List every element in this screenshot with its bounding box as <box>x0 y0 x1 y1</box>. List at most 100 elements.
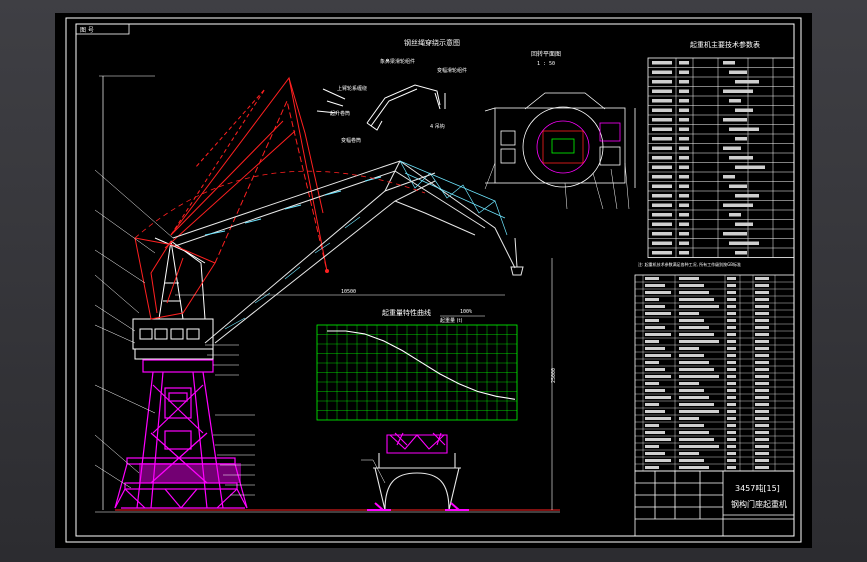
parts-cell-text <box>645 284 665 287</box>
parts-cell-text <box>679 368 714 371</box>
parts-cell-text <box>679 354 704 357</box>
parts-cell-text <box>679 326 709 329</box>
parts-cell-text <box>727 396 736 399</box>
parts-cell-text <box>727 326 736 329</box>
parts-cell-text <box>645 466 659 469</box>
parts-cell-text <box>755 333 769 336</box>
parts-cell-text <box>727 438 736 441</box>
spec-table <box>647 57 795 258</box>
spec-cell-text <box>679 89 689 93</box>
parts-cell-text <box>679 375 719 378</box>
spec-cell-text <box>729 184 747 188</box>
parts-cell-text <box>679 438 714 441</box>
lower-jib <box>204 160 476 344</box>
parts-cell-text <box>645 389 665 392</box>
parts-cell-text <box>755 417 769 420</box>
parts-cell-text <box>645 452 665 455</box>
parts-cell-text <box>645 326 665 329</box>
parts-cell-text <box>679 459 704 462</box>
spec-cell-text <box>679 70 689 74</box>
spec-cell-text <box>679 108 689 112</box>
parts-cell-text <box>679 291 709 294</box>
parts-cell-text <box>645 347 665 350</box>
spec-cell-text <box>679 80 689 84</box>
parts-list <box>634 274 795 472</box>
parts-cell-text <box>755 466 769 469</box>
parts-cell-text <box>679 340 719 343</box>
parts-cell-text <box>727 361 736 364</box>
spec-cell-text <box>679 175 689 179</box>
crane-portal <box>114 359 248 509</box>
title-line-1: 3457吨[15] <box>735 483 780 493</box>
crane-drawing: 图 号 <box>65 17 802 543</box>
slewing-plan-scale: 1 : 50 <box>537 61 555 67</box>
spec-cell-text <box>652 89 672 93</box>
parts-cell-text <box>679 445 719 448</box>
spec-cell-text <box>652 165 672 169</box>
spec-cell-text <box>652 203 672 207</box>
spec-cell-text <box>679 127 689 131</box>
spec-cell-text <box>679 156 689 160</box>
parts-cell-text <box>727 347 736 350</box>
parts-cell-text <box>645 431 665 434</box>
parts-cell-text <box>727 382 736 385</box>
parts-cell-text <box>755 298 769 301</box>
parts-cell-text <box>727 298 736 301</box>
spec-cell-text <box>735 194 759 198</box>
load-curve-title: 起重量特性曲线 <box>382 308 431 317</box>
parts-cell-text <box>755 305 769 308</box>
mid-sheave-label: 变幅滑轮组件 <box>437 67 467 74</box>
parts-cell-text <box>727 375 736 378</box>
portal-side-leader <box>361 459 386 484</box>
parts-cell-text <box>645 291 671 294</box>
spec-cell-text <box>679 232 689 236</box>
spec-cell-text <box>723 61 735 65</box>
slewing-plan-leaders <box>484 162 630 210</box>
parts-cell-text <box>645 305 665 308</box>
parts-cell-text <box>727 354 736 357</box>
luffing-hook-point <box>325 269 329 273</box>
parts-cell-text <box>679 382 699 385</box>
parts-cell-text <box>679 347 699 350</box>
frame-label: 图 号 <box>80 27 94 34</box>
parts-cell-text <box>727 340 736 343</box>
parts-cell-text <box>727 312 736 315</box>
cad-viewport[interactable]: 图 号 <box>55 13 812 548</box>
spec-cell-text <box>652 241 672 245</box>
parts-cell-text <box>755 354 769 357</box>
parts-cell-text <box>645 382 659 385</box>
spec-cell-text <box>679 241 689 245</box>
parts-cell-text <box>727 431 736 434</box>
spec-cell-text <box>652 213 672 217</box>
spec-cell-text <box>652 232 672 236</box>
parts-cell-text <box>679 424 704 427</box>
parts-cell-text <box>645 375 671 378</box>
parts-cell-text <box>645 396 671 399</box>
spec-cell-text <box>679 251 689 255</box>
parts-cell-text <box>727 417 736 420</box>
parts-cell-text <box>755 326 769 329</box>
parts-cell-text <box>679 284 704 287</box>
spec-cell-text <box>729 241 759 245</box>
rope-schematic <box>316 84 446 131</box>
luffing-range-arc <box>134 170 426 239</box>
parts-cell-text <box>727 389 736 392</box>
hoist-drum-label: 起升卷筒 <box>330 110 350 117</box>
drawing-border-outer <box>65 17 802 543</box>
parts-cell-text <box>755 459 769 462</box>
parts-cell-text <box>755 424 769 427</box>
spec-cell-text <box>679 222 689 226</box>
spec-cell-text <box>652 127 672 131</box>
spec-cell-text <box>723 175 735 179</box>
spec-table-title: 起重机主要技术参数表 <box>690 40 760 49</box>
spec-cell-text <box>723 89 753 93</box>
parts-cell-text <box>679 403 714 406</box>
parts-cell-text <box>727 403 736 406</box>
parts-cell-text <box>679 396 709 399</box>
spec-cell-text <box>729 156 753 160</box>
parts-cell-text <box>755 431 769 434</box>
parts-cell-text <box>645 368 665 371</box>
parts-cell-text <box>755 284 769 287</box>
parts-cell-text <box>727 410 736 413</box>
parts-cell-text <box>755 277 769 280</box>
